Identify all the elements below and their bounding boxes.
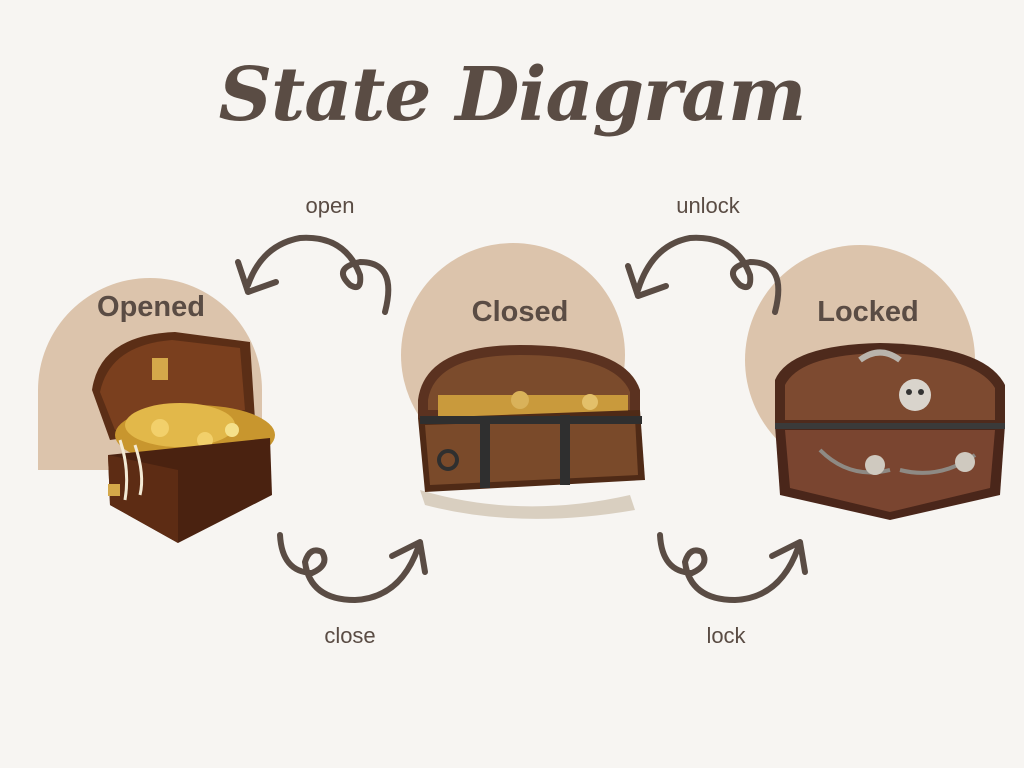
close-arrow <box>277 532 428 603</box>
close-transition-label: close <box>324 623 376 648</box>
unlock-arrow <box>625 234 782 315</box>
lock-transition-label: lock <box>706 623 746 648</box>
open-transition-label: open <box>305 193 355 218</box>
lock-arrow <box>657 532 808 603</box>
closed-treasure-chest-icon <box>418 345 645 519</box>
locked-state-label: Locked <box>817 296 919 328</box>
closed-state-label: Closed <box>471 296 569 328</box>
opened-state-label: Opened <box>97 291 205 323</box>
unlock-transition-label: unlock <box>676 193 740 218</box>
locked-treasure-chest-icon <box>775 343 1005 520</box>
open-arrow <box>235 234 392 315</box>
page-title: State Diagram <box>218 52 807 138</box>
open-treasure-chest-icon <box>92 332 275 543</box>
